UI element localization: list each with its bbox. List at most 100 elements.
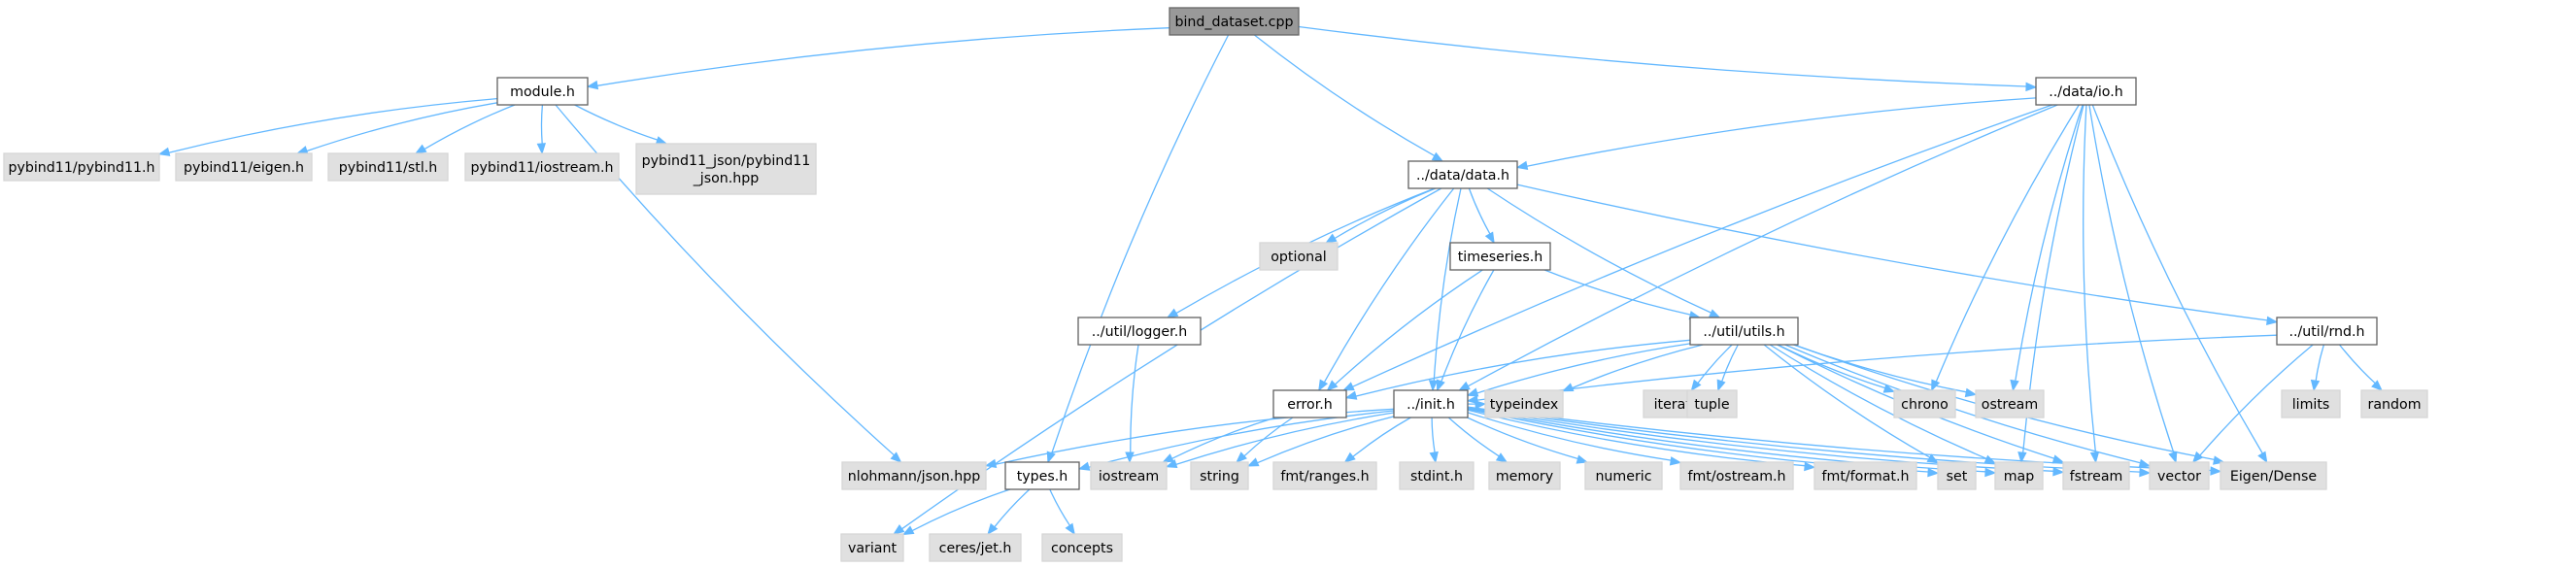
node-logger-h[interactable]: ../util/logger.h <box>1077 317 1202 346</box>
edge-arrowhead <box>1484 231 1495 245</box>
edge-error_h-to-iostream <box>1162 417 1276 463</box>
edge-arrowhead <box>1690 379 1702 392</box>
edge-line <box>1467 412 1672 461</box>
edge-root-to-data_h <box>1253 34 1444 162</box>
edge-arrowhead <box>1576 454 1589 464</box>
node-box <box>1484 389 1564 418</box>
node-label: concepts <box>1051 541 1113 556</box>
edge-line <box>1051 34 1230 454</box>
edge-types_h-to-variant <box>901 488 1011 536</box>
node-label: chrono <box>1901 397 1949 413</box>
edge-arrowhead <box>1458 381 1471 391</box>
node-box <box>2281 389 2341 418</box>
node-label: ../data/io.h <box>2049 84 2122 100</box>
edge-arrowhead <box>1474 400 1487 410</box>
node-types-h[interactable]: types.h <box>1004 461 1080 490</box>
node-fstream: fstream <box>2062 461 2130 490</box>
node-box <box>1004 461 1080 490</box>
node-label: types.h <box>1017 469 1068 484</box>
edge-arrowhead <box>2138 458 2152 468</box>
node-fmt-ostream: fmt/ostream.h <box>1679 461 1794 490</box>
node-string: string <box>1190 461 1249 490</box>
edge-line <box>1355 339 1691 397</box>
edge-module_h-to-pybind11_h <box>157 97 498 156</box>
node-label: ../init.h <box>1407 397 1455 413</box>
node-box <box>1689 317 1799 346</box>
edge-arrowhead <box>1804 461 1816 472</box>
node-limits: limits <box>2281 389 2341 418</box>
node-label: memory <box>1496 469 1553 484</box>
node-label: error.h <box>1287 397 1333 413</box>
node-ceres-jet: ceres/jet.h <box>929 533 1022 562</box>
node-label: limits <box>2292 397 2330 413</box>
node-box <box>1041 533 1123 562</box>
node-box <box>1399 461 1474 490</box>
edge-types_h-to-concepts <box>1049 488 1075 536</box>
edge-line <box>2015 104 2084 382</box>
node-init-h[interactable]: ../init.h <box>1393 389 1469 418</box>
node-label: ../util/rnd.h <box>2288 324 2364 340</box>
node-box <box>1407 160 1518 189</box>
node-label: nlohmann/json.hpp <box>848 469 980 484</box>
node-label: set <box>1947 469 1968 484</box>
edge-line <box>1088 410 1395 468</box>
node-stdint-h: stdint.h <box>1399 461 1474 490</box>
node-box <box>1090 461 1168 490</box>
node-error-h[interactable]: error.h <box>1272 389 1347 418</box>
edge-arrowhead <box>2266 316 2279 325</box>
edge-line <box>424 104 516 150</box>
node-label: variant <box>848 541 898 556</box>
node-label: pybind11_json/pybind11 <box>642 153 811 169</box>
edge-line <box>1468 187 1491 235</box>
edge-arrowhead <box>984 458 998 469</box>
edge-line <box>1243 417 1294 457</box>
node-pybind11-json: pybind11_json/pybind11_json.hpp <box>635 143 817 195</box>
edge-arrowhead <box>2017 451 2027 464</box>
edge-root-to-data_io_h <box>1298 25 2038 92</box>
edge-line <box>596 27 1170 86</box>
node-data-h[interactable]: ../data/data.h <box>1407 160 1518 189</box>
node-box <box>2035 77 2137 106</box>
edge-types_h-to-ceres_jet <box>987 488 1031 536</box>
edge-arrowhead <box>1344 390 1358 400</box>
node-module-h[interactable]: module.h <box>496 77 589 106</box>
edge-arrowhead <box>1495 452 1508 463</box>
node-timeseries-h[interactable]: timeseries.h <box>1449 242 1551 271</box>
edge-line <box>1334 187 1437 240</box>
edge-init_h-to-string <box>1246 416 1395 467</box>
node-box <box>929 533 1022 562</box>
node-iostream: iostream <box>1090 461 1168 490</box>
node-utils-h[interactable]: ../util/utils.h <box>1689 317 1799 346</box>
node-box <box>1259 242 1339 271</box>
edge-init_h-to-iostream <box>1165 412 1395 468</box>
node-memory: memory <box>1488 461 1561 490</box>
edge-arrowhead <box>1466 387 1479 397</box>
edge-line <box>1298 25 2027 87</box>
edge-line <box>994 488 1031 528</box>
edge-arrowhead <box>1326 380 1339 391</box>
edge-arrowhead <box>2310 379 2321 392</box>
edge-arrowhead <box>1716 379 1726 392</box>
node-box <box>1169 7 1300 36</box>
edge-line <box>2315 344 2325 382</box>
edge-line <box>1935 104 2080 383</box>
edge-line <box>1467 409 1806 467</box>
node-fmt-ranges: fmt/ranges.h <box>1272 461 1377 490</box>
node-data-io-h[interactable]: ../data/io.h <box>2035 77 2137 106</box>
edge-line <box>2091 104 2263 454</box>
edge-arrowhead <box>1166 308 1179 318</box>
edge-arrowhead <box>901 525 915 536</box>
edge-arrowhead <box>414 144 427 154</box>
edge-arrowhead <box>1325 233 1338 244</box>
node-nlohmann-json: nlohmann/json.hpp <box>841 461 987 490</box>
edge-root-to-module_h <box>586 27 1170 90</box>
node-box <box>1077 317 1202 346</box>
node-label: iostream <box>1099 469 1159 484</box>
node-tuple: tuple <box>1686 389 1738 418</box>
edge-data_io_h-to-chrono <box>1931 104 2080 392</box>
node-rnd-h[interactable]: ../util/rnd.h <box>2276 317 2378 346</box>
include-nodes: bind_dataset.cppmodule.h../data/io.hpybi… <box>3 7 2428 562</box>
node-eigen-dense: Eigen/Dense <box>2220 461 2327 490</box>
node-box <box>1679 461 1794 490</box>
edge-root-to-types_h <box>1046 34 1230 464</box>
